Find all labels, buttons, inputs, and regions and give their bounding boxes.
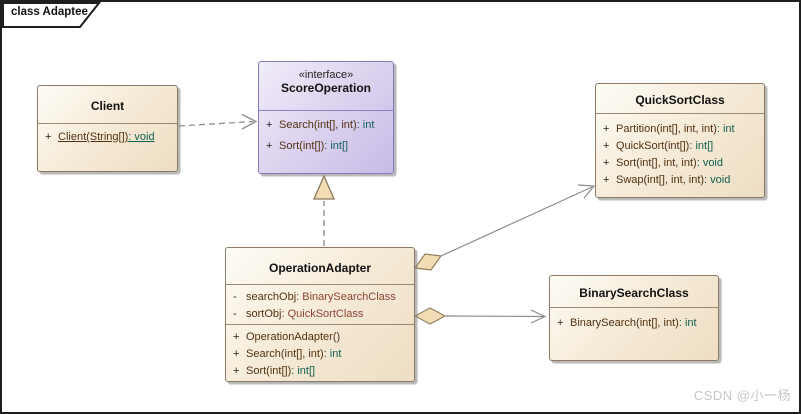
attribute-type: : QuickSortClass (281, 308, 364, 320)
method-return-type: : int[] (291, 365, 316, 377)
diagram-frame-title: class Adaptee (11, 6, 88, 18)
method-row: + Sort(int[], int, int) : void (596, 155, 764, 172)
method-return-type: : int (356, 119, 375, 131)
method-return-type: : int (323, 348, 342, 360)
method-signature: Sort(int[]) (279, 140, 325, 152)
aggregation-operationadapter-quicksortclass (413, 184, 596, 271)
method-signature: Sort(int[], int, int) (616, 157, 697, 169)
method-row: + Client(String[]) : void (38, 129, 177, 146)
class-box-client: Client + Client(String[]) : void (37, 85, 178, 172)
attribute-row: - searchObj : BinarySearchClass (226, 289, 414, 306)
methods-compartment: + Partition(int[], int, int) : int + Qui… (596, 114, 764, 189)
method-signature: OperationAdapter() (246, 331, 341, 343)
methods-compartment: + Client(String[]) : void (38, 124, 177, 146)
method-return-type: : int (716, 123, 735, 135)
method-signature: QuickSort(int[]) (616, 140, 690, 152)
attribute-row: - sortObj : QuickSortClass (226, 306, 414, 323)
visibility-symbol: + (233, 348, 240, 360)
class-name: ScoreOperation (280, 81, 372, 95)
attribute-name: searchObj (246, 291, 297, 303)
aggregation-diamond (413, 307, 447, 325)
method-row: + Search(int[], int) : int (259, 115, 393, 136)
class-name: Client (38, 86, 177, 124)
interface-box-scoreoperation: «interface» ScoreOperation + Search(int[… (258, 61, 394, 174)
interface-header: «interface» ScoreOperation (259, 62, 393, 111)
class-name: QuickSortClass (596, 84, 764, 114)
methods-compartment: + BinarySearch(int[], int) : int (550, 308, 718, 332)
method-row: + OperationAdapter() (226, 329, 414, 346)
visibility-symbol: - (233, 291, 237, 303)
visibility-symbol: + (603, 123, 610, 135)
aggregation-diamond (413, 253, 443, 271)
visibility-symbol: + (266, 119, 273, 131)
method-return-type: : int (678, 317, 697, 329)
method-signature: Search(int[], int) (279, 119, 357, 131)
method-row: + QuickSort(int[]) : int[] (596, 138, 764, 155)
method-row: + Sort(int[]) : int[] (226, 363, 414, 380)
method-signature: Sort(int[]) (246, 365, 292, 377)
visibility-symbol: + (557, 317, 564, 329)
watermark-text: CSDN @小一杨 (693, 388, 791, 403)
aggregation-operationadapter-binarysearchclass (413, 307, 547, 325)
method-signature: Search(int[], int) (246, 348, 324, 360)
methods-compartment: + Search(int[], int) : int + Sort(int[])… (259, 111, 393, 157)
method-row: + Partition(int[], int, int) : int (596, 121, 764, 138)
method-signature: BinarySearch(int[], int) (570, 317, 679, 329)
method-signature: Partition(int[], int, int) (616, 123, 717, 135)
dependency-client-scoreoperation (178, 113, 258, 130)
class-box-binarysearchclass: BinarySearchClass + BinarySearch(int[], … (549, 275, 719, 361)
visibility-symbol: + (266, 140, 273, 152)
stereotype-label: «interface» (298, 69, 354, 81)
visibility-symbol: + (233, 331, 240, 343)
visibility-symbol: + (603, 174, 610, 186)
visibility-symbol: + (233, 365, 240, 377)
attribute-name: sortObj (246, 308, 282, 320)
method-row: + BinarySearch(int[], int) : int (550, 315, 718, 332)
method-return-type: : void (704, 174, 731, 186)
class-name: BinarySearchClass (550, 276, 718, 308)
visibility-symbol: + (45, 131, 52, 143)
method-return-type: : int[] (324, 140, 349, 152)
class-name: OperationAdapter (226, 248, 414, 285)
visibility-symbol: + (603, 157, 610, 169)
attribute-type: : BinarySearchClass (296, 291, 396, 303)
attributes-compartment: - searchObj : BinarySearchClass - sortOb… (226, 285, 414, 325)
method-signature: Swap(int[], int, int) (616, 174, 705, 186)
class-box-quicksortclass: QuickSortClass + Partition(int[], int, i… (595, 83, 765, 198)
visibility-symbol: + (603, 140, 610, 152)
frame-tab-shape (2, 2, 102, 28)
method-row: + Sort(int[]) : int[] (259, 136, 393, 157)
method-row: + Swap(int[], int, int) : void (596, 172, 764, 189)
class-box-operationadapter: OperationAdapter - searchObj : BinarySea… (225, 247, 415, 382)
realization-operationadapter-scoreoperation (313, 174, 335, 246)
hollow-triangle-head (313, 174, 335, 200)
visibility-symbol: - (233, 308, 237, 320)
methods-compartment: + OperationAdapter() + Search(int[], int… (226, 325, 414, 380)
method-return-type: : void (128, 131, 155, 143)
method-signature: Client(String[]) (58, 131, 129, 143)
method-row: + Search(int[], int) : int (226, 346, 414, 363)
method-return-type: : void (696, 157, 723, 169)
method-return-type: : int[] (689, 140, 714, 152)
